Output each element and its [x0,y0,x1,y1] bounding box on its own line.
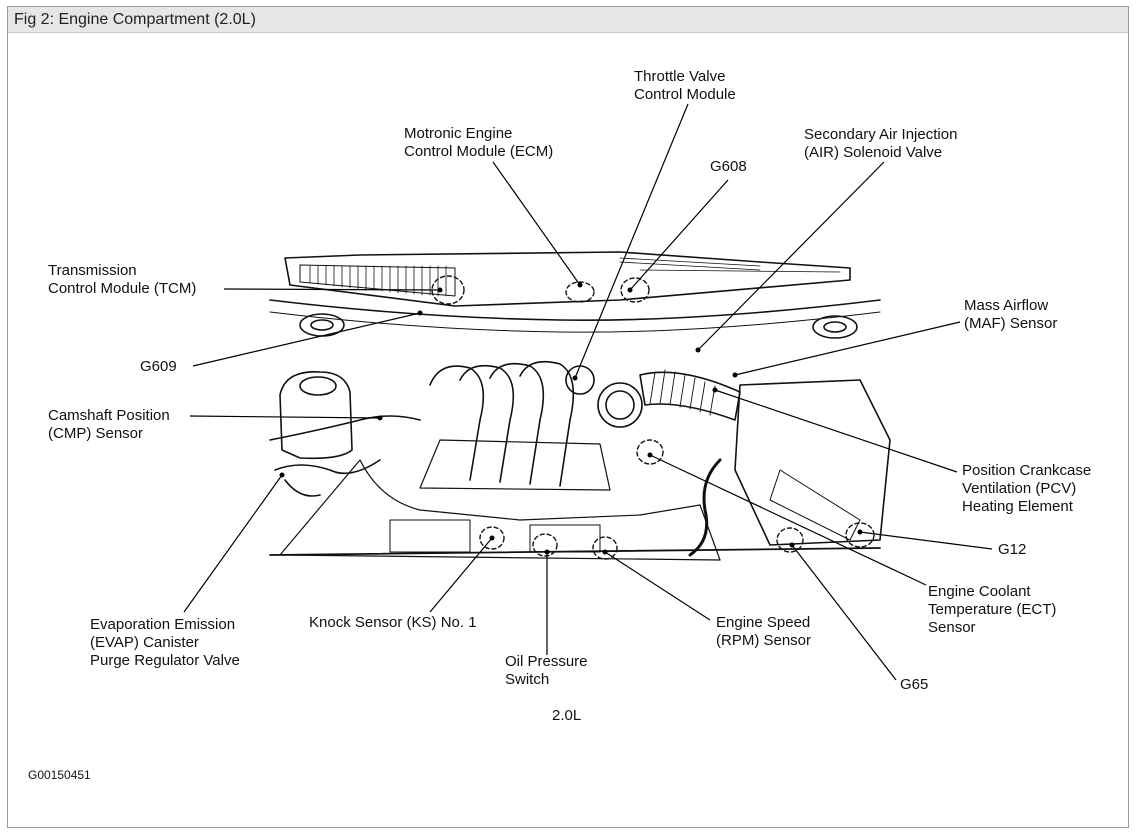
label-ecm: Motronic Engine Control Module (ECM) [404,125,554,160]
maf-duct [639,371,741,421]
label-throttle-valve-control-module: Throttle Valve Control Module [634,68,736,103]
label-air-solenoid-valve: Secondary Air Injection (AIR) Solenoid V… [804,126,958,161]
title-bar: Fig 2: Engine Compartment (2.0L) [8,7,1128,33]
label-g65: G65 [900,676,929,693]
leader-arrowheads [279,282,863,555]
label-tcm: Transmission Control Module (TCM) [48,262,197,297]
label-pcv-heating-element: Position Crankcase Ventilation (PCV) Hea… [962,462,1092,515]
locator-circles [431,275,875,560]
leader-lines [183,103,993,681]
air-filter-box [734,379,891,546]
label-maf-sensor: Mass Airflow (MAF) Sensor [964,297,1058,332]
label-g12: G12 [998,541,1027,558]
label-g608: G608 [710,158,747,175]
intake-manifold [419,360,611,491]
figure-id: G00150451 [28,768,91,782]
label-cmp-sensor: Camshaft Position (CMP) Sensor [48,407,170,442]
label-ect-sensor: Engine Coolant Temperature (ECT) Sensor [928,583,1057,636]
figure-title: Fig 2: Engine Compartment (2.0L) [14,11,256,28]
label-knock-sensor: Knock Sensor (KS) No. 1 [309,614,477,631]
label-g609: G609 [140,358,177,375]
engine-size-caption: 2.0L [552,707,582,724]
figure-frame: Fig 2: Engine Compartment (2.0L) [7,6,1129,828]
label-rpm-sensor: Engine Speed (RPM) Sensor [716,614,812,649]
label-oil-pressure-switch: Oil Pressure Switch [505,653,588,688]
label-evap-purge-valve: Evaporation Emission (EVAP) Canister Pur… [90,616,240,669]
coolant-reservoir [279,371,353,460]
cowl-grille [309,257,841,297]
cowl-panel [284,251,851,307]
